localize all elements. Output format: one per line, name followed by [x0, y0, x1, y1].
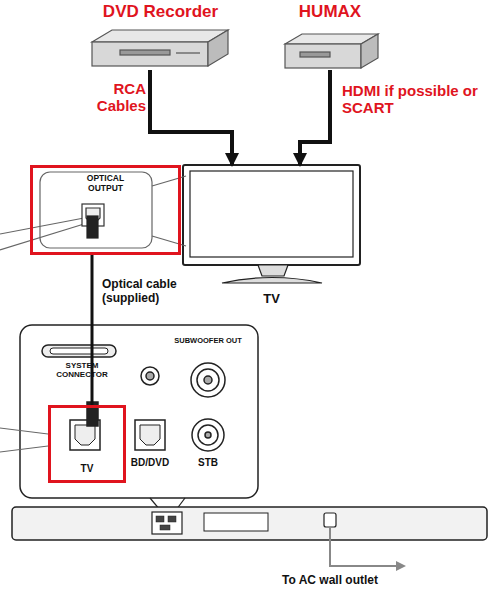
edge-label: RCA Cables — [88, 80, 146, 115]
port-label: SYSTEM CONNECTOR — [44, 361, 120, 379]
note-label: To AC wall outlet — [282, 574, 432, 588]
dvd-recorder-drawing — [92, 30, 228, 66]
device-box: HUMAX — [280, 2, 380, 70]
humax-box-drawing — [285, 34, 378, 68]
soundbar-drawing — [12, 507, 487, 571]
edge-label: HDMI if possible or SCART — [342, 82, 482, 117]
node-text: OPTICAL OUTPUT — [76, 174, 136, 194]
device-box: DVD Recorder — [88, 2, 233, 70]
node-text: DVD Recorder — [103, 2, 218, 22]
node-text: TV — [81, 463, 94, 475]
cable-connector — [150, 70, 232, 165]
callout-box: OPTICAL OUTPUT — [30, 165, 181, 255]
rear-panel-drawing — [0, 325, 258, 510]
port-label: BD/DVD — [126, 457, 174, 469]
cable-connector — [91, 255, 94, 405]
tv-box: TV — [183, 165, 360, 307]
edge-label: Optical cable (supplied) — [102, 278, 198, 306]
port-label: SUBWOOFER OUT — [166, 337, 250, 346]
tv-drawing — [183, 165, 360, 283]
port-box: TV — [48, 405, 126, 483]
optical-output-callout-drawing — [0, 172, 186, 250]
node-text: HUMAX — [299, 2, 361, 22]
cable-connector — [300, 70, 330, 165]
node-text: TV — [263, 292, 280, 307]
port-label: STB — [188, 457, 228, 469]
